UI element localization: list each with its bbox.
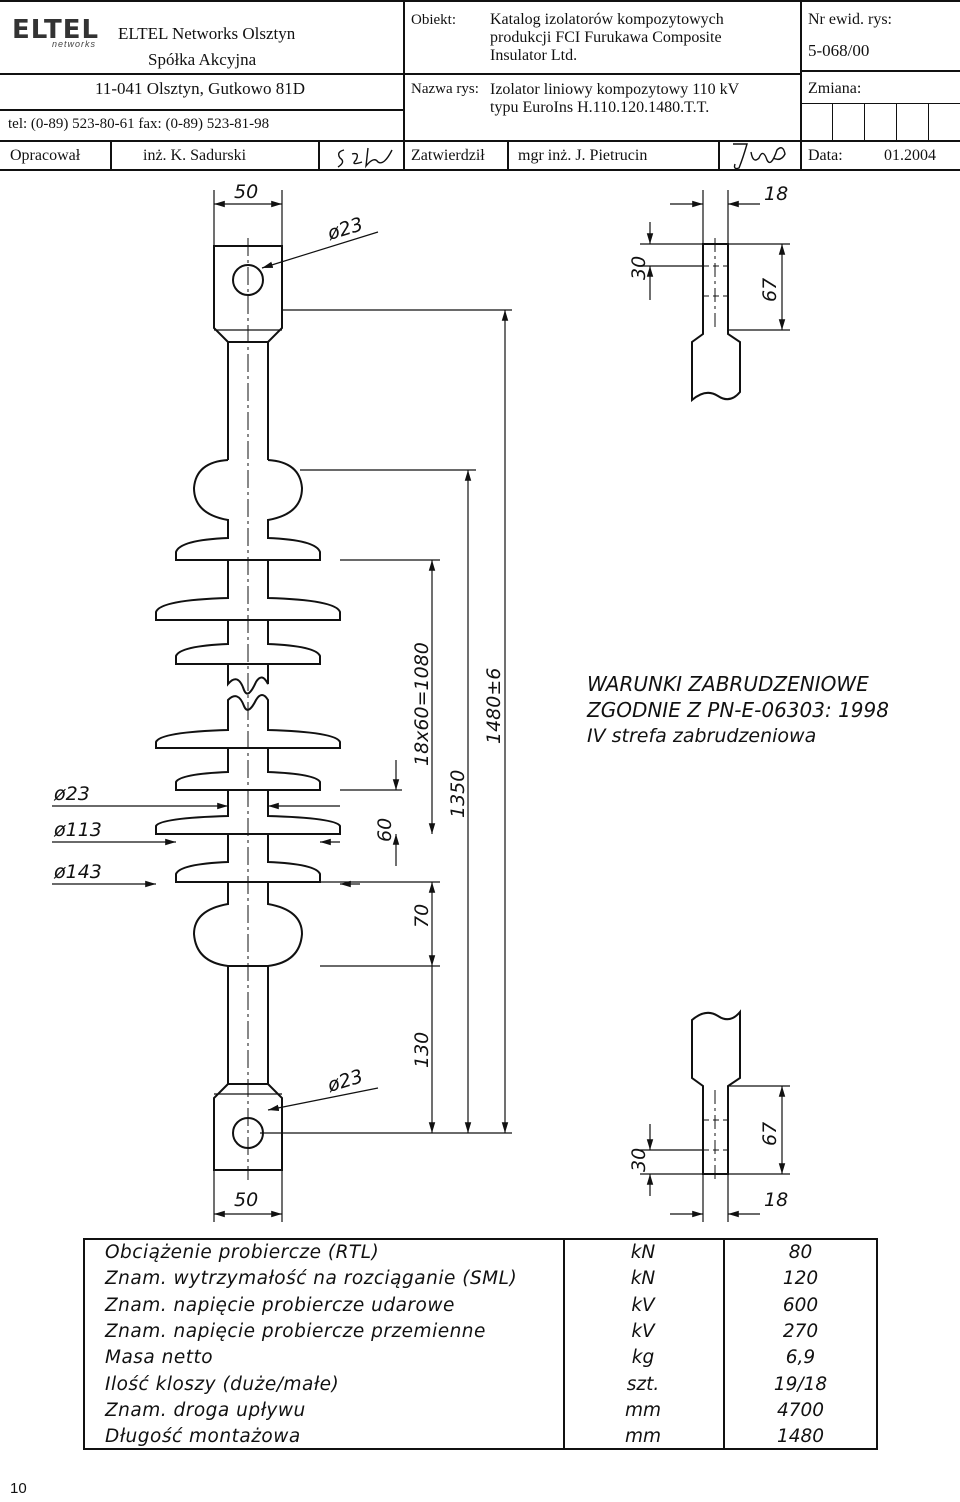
spec-unit: mm [624,1426,662,1448]
object-value-line3: Insulator Ltd. [490,47,578,64]
object-value-line2: produkcji FCI Furukawa Composite [490,29,722,46]
shed-2 [175,620,321,665]
dim-side-top-30: 30 [628,256,650,280]
company-type: Spółka Akcyjna [148,50,257,69]
spec-unit: mm [624,1399,662,1421]
spec-unit: kN [630,1242,656,1263]
spec-unit: kV [631,1320,655,1342]
dim-shed-pitch: 18x60=1080 [411,642,433,766]
dim-side-bottom-width: 18 [764,1189,788,1211]
spec-value: 270 [782,1320,819,1342]
spec-value: 4700 [776,1399,825,1421]
drawing-name-line1: Izolator liniowy kompozytowy 110 kV [490,81,740,98]
spec-label: Znam. napięcie probiercze przemienne [105,1320,486,1342]
spec-unit: kg [631,1347,655,1369]
date-label: Data: [808,147,843,164]
dim-shed-small: ø113 [53,819,102,841]
reg-no-label: Nr ewid. rys: [808,11,892,28]
spec-value: 80 [788,1242,813,1263]
spec-label: Obciążenie probiercze (RTL) [105,1242,380,1263]
shed-break-top [227,664,269,695]
top-hole [232,264,264,296]
title-block: ELTEL networks ELTEL Networks Olsztyn Sp… [0,0,960,172]
logo-text: ELTEL [12,15,100,45]
spec-value: 120 [782,1268,819,1290]
spec-label: Ilość kloszy (duże/małe) [105,1373,340,1395]
object-value-line1: Katalog izolatorów kompozytowych [490,11,724,28]
dim-shed-large: ø143 [53,861,102,883]
spec-label: Długość montażowa [105,1426,301,1448]
note-line-2: ZGODNIE Z PN-E-06303: 1998 [587,698,889,722]
reg-no-value: 5-068/00 [808,41,870,60]
shed-break-bottom [227,694,269,722]
dim-1480: 1480±6 [483,668,505,744]
spec-row: Znam. wytrzymałość na rozciąganie (SML) k… [85,1266,876,1293]
spec-label: Znam. wytrzymałość na rozciąganie (SML) [105,1268,518,1290]
note-line-3: IV strefa zabrudzeniowa [587,725,817,747]
drawing-name-line2: typu EuroIns H.110.120.1480.T.T. [490,99,710,116]
spec-unit: kN [630,1268,656,1290]
dim-130: 130 [411,1032,433,1068]
spec-label: Masa netto [105,1347,214,1369]
dim-side-top-width: 18 [764,183,788,205]
spec-value: 600 [782,1294,819,1316]
dim-top-hole: ø23 [324,213,366,245]
spec-value: 1480 [776,1426,825,1448]
spec-row: Masa netto kg 6,9 [85,1345,876,1372]
spec-unit: szt. [626,1373,660,1395]
change-label: Zmiana: [808,80,862,97]
spec-row: Ilość kloszy (duże/małe) szt. 19/18 [85,1372,876,1399]
prepared-by: inż. K. Sadurski [143,147,247,164]
dim-70: 70 [411,904,433,928]
dim-rod-dia: ø23 [53,783,90,805]
spec-row: Obciążenie probiercze (RTL) kN 80 [85,1240,876,1267]
drawing-name-label: Nazwa rys: [411,81,479,97]
approved-label: Zatwierdził [411,147,485,164]
prepared-label: Opracował [10,147,81,164]
dim-60: 60 [374,818,396,842]
dim-1350: 1350 [447,770,469,818]
page-number: 10 [10,1480,27,1497]
spec-value: 6,9 [785,1347,816,1369]
side-view-top [691,243,741,403]
dim-top-width: 50 [234,181,258,203]
spec-label: Znam. droga upływu [105,1399,306,1421]
spec-row: Znam. droga upływu mm 4700 [85,1398,876,1425]
dim-side-top-67: 67 [759,278,781,302]
spec-row: Znam. napięcie probiercze przemienne kV 27… [85,1319,876,1346]
bottom-bulb [192,882,304,967]
spec-label: Znam. napięcie probiercze udarowe [105,1294,455,1316]
company-phone: tel: (0-89) 523-80-61 fax: (0-89) 523-81… [8,116,270,132]
insulator-drawing: 50 ø23 18 30 67 18x60=1080 60 1350 1480±… [52,181,790,1222]
date-value: 01.2004 [884,147,936,164]
spec-row: Długość montażowa mm 1480 [85,1424,876,1451]
dim-side-bottom-67: 67 [759,1122,781,1146]
signature-sadurski [337,147,393,169]
dim-bottom-width: 50 [234,1189,258,1211]
object-label: Obiekt: [411,12,456,28]
logo-subtext: networks [52,39,97,49]
signature-pietrucin [733,143,786,170]
company-logo: ELTEL [12,16,99,45]
company-address: 11-041 Olsztyn, Gutkowo 81D [95,79,305,98]
note-line-1: WARUNKI ZABRUDZENIOWE [587,672,869,696]
dim-side-bottom-30: 30 [628,1148,650,1172]
spec-row: Znam. napięcie probiercze udarowe kV 600 [85,1293,876,1320]
company-name: ELTEL Networks Olsztyn [118,24,296,43]
approved-by: mgr inż. J. Pietrucin [518,147,648,164]
side-view-bottom [691,1009,741,1175]
spec-value: 19/18 [773,1373,828,1395]
spec-unit: kV [631,1294,655,1316]
